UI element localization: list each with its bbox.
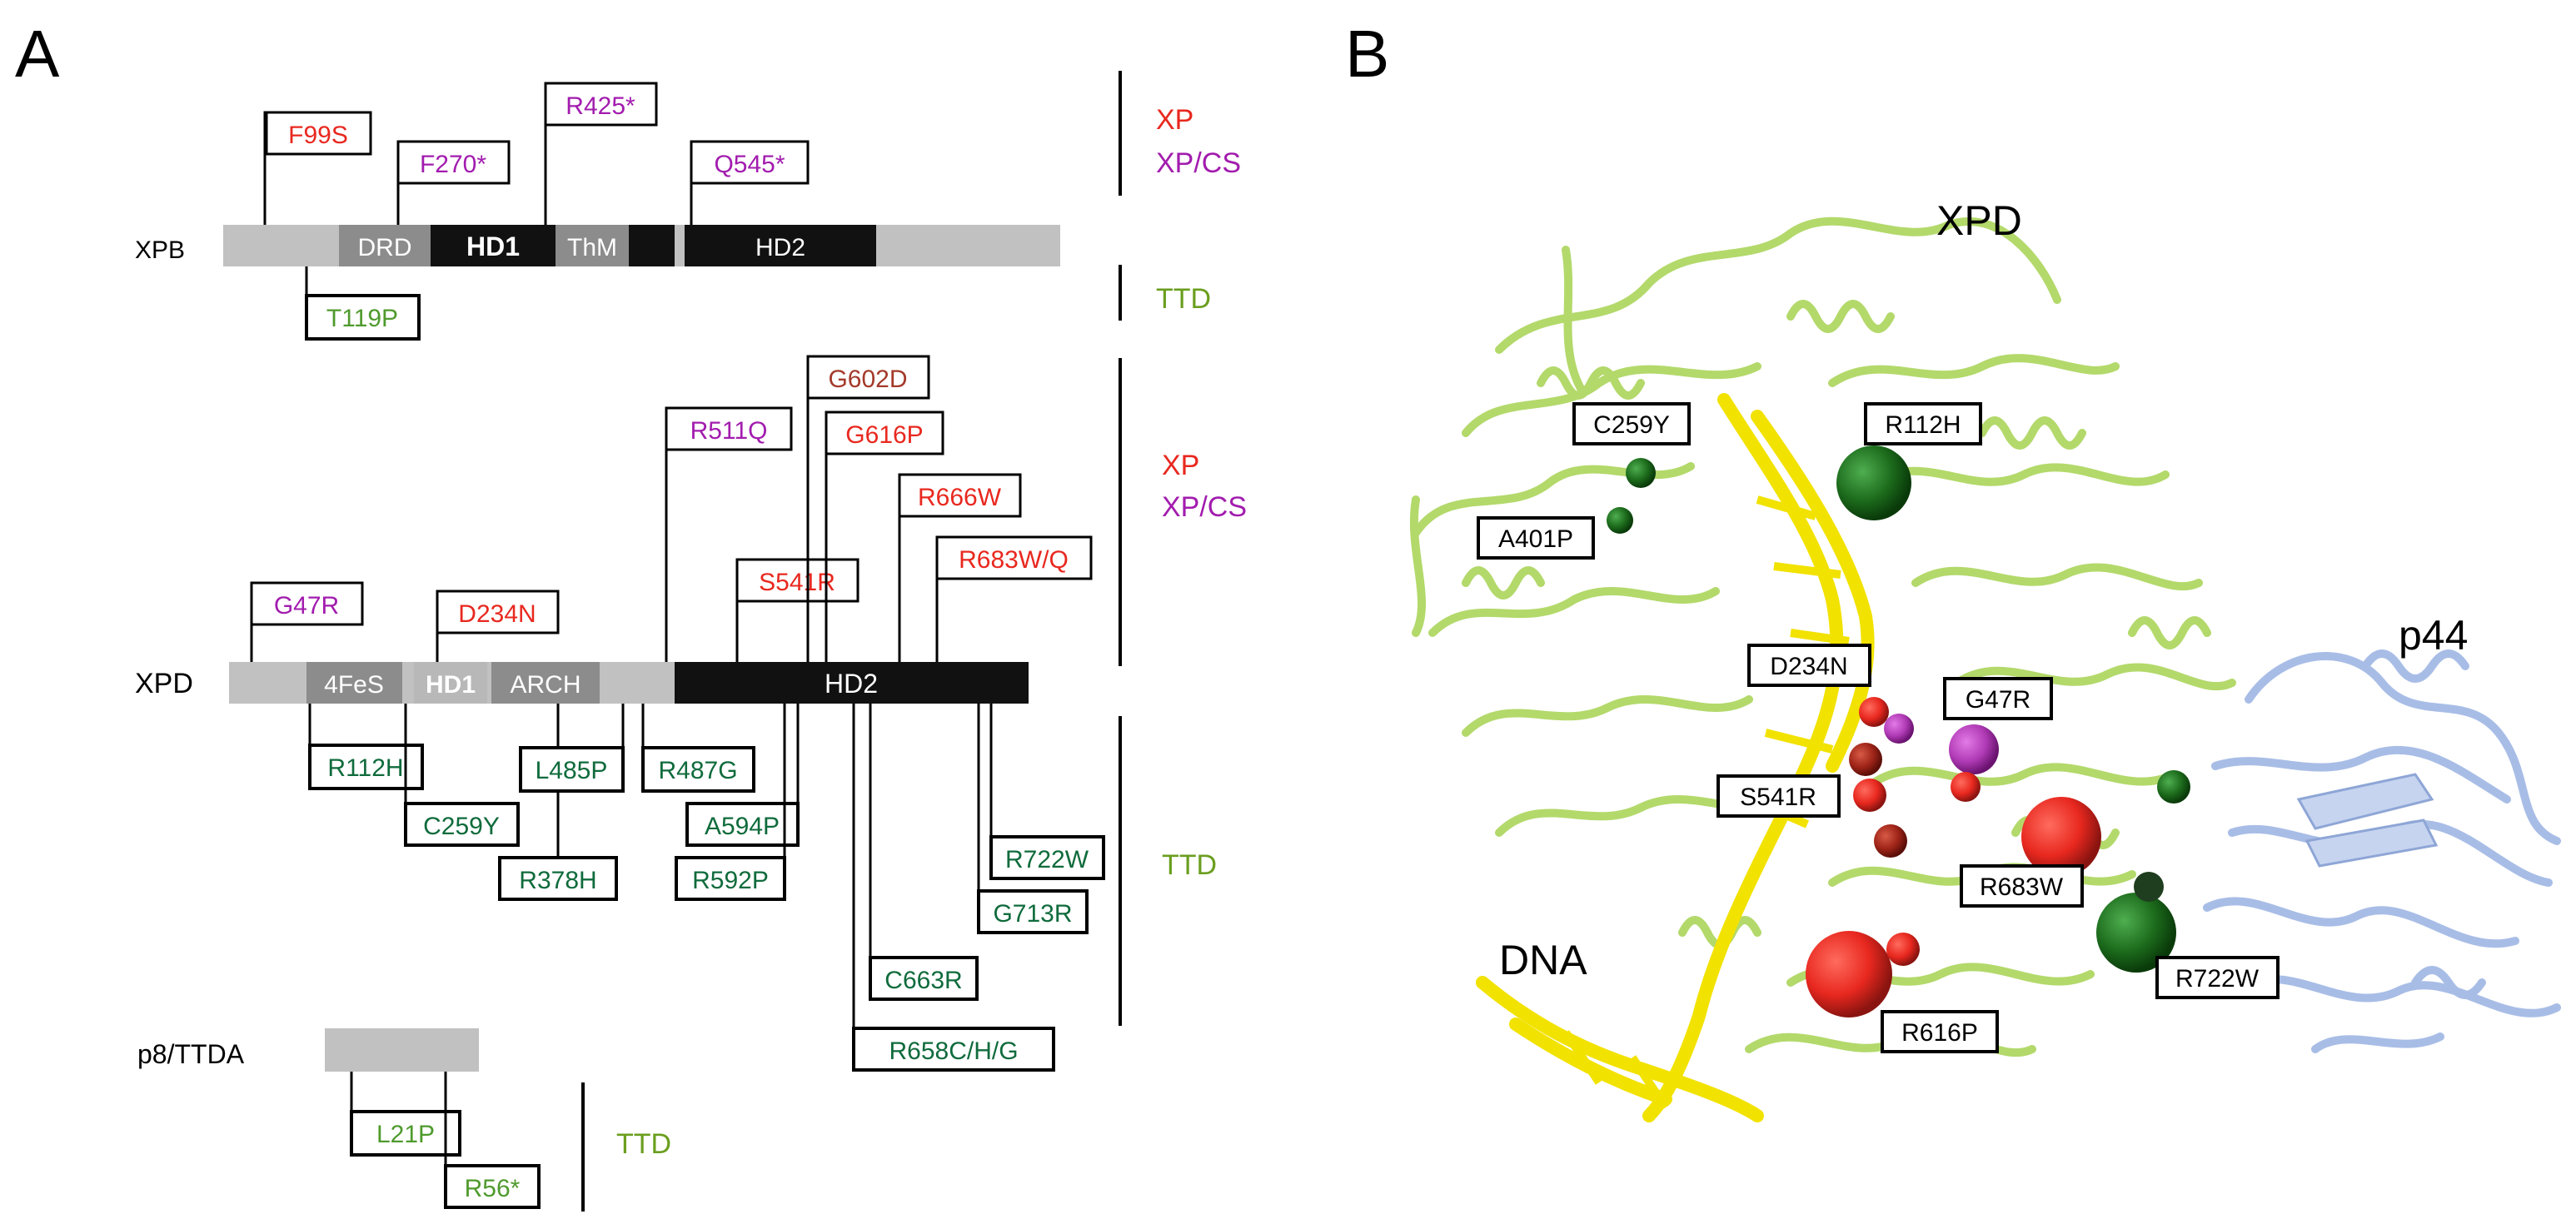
sphere-a401p bbox=[1607, 507, 1633, 534]
xpb-diagram: XPB DRD HD1 ThM HD2 F99S F270* R425* Q54… bbox=[135, 82, 1060, 341]
sphere-r112h bbox=[1836, 445, 1911, 520]
legend: XP XP/CS TTD XP XP/CS TTD TTD bbox=[581, 71, 1247, 1212]
xpd-domain-label-arch: ARCH bbox=[510, 671, 580, 699]
structure-title: XPD bbox=[1936, 197, 2022, 244]
sphere-c259y bbox=[1626, 458, 1656, 488]
legend-ttd-2: TTD bbox=[1162, 849, 1217, 881]
struct-label-r112h: R112H bbox=[1885, 411, 1961, 439]
panel-b-label: B bbox=[1345, 17, 1389, 91]
xpd-mut-r511q: R511Q bbox=[690, 417, 768, 445]
xpb-domain-dark bbox=[629, 225, 675, 266]
sphere-s541r bbox=[1853, 779, 1886, 812]
xpd-mut-c663r: C663R bbox=[884, 967, 962, 994]
xpb-domain-drd bbox=[339, 225, 431, 266]
xpd-mut-r683wq: R683W/Q bbox=[959, 546, 1069, 574]
struct-label-s541r: S541R bbox=[1740, 784, 1816, 811]
xpd-domain-label-hd2: HD2 bbox=[825, 669, 878, 699]
legend-xp-2: XP bbox=[1162, 450, 1199, 481]
xpb-mut-r425: R425* bbox=[566, 92, 635, 120]
xpb-domain-label-hd2: HD2 bbox=[755, 234, 805, 261]
xpd-mut-r112h: R112H bbox=[327, 754, 403, 782]
xpd-mut-s541r: S541R bbox=[759, 569, 835, 596]
legend-ttd-1: TTD bbox=[1156, 283, 1211, 315]
xpd-name: XPD bbox=[135, 668, 193, 699]
sphere-xp-small bbox=[1951, 772, 1981, 802]
xpb-domain-hd2 bbox=[685, 225, 876, 266]
struct-label-r722w: R722W bbox=[2175, 965, 2260, 993]
xpd-mut-r722w: R722W bbox=[1005, 846, 1089, 873]
p8-diagram: p8/TTDA L21P R56* bbox=[137, 1028, 541, 1209]
p8-bar bbox=[325, 1028, 479, 1072]
dna-strand bbox=[1476, 393, 1875, 1122]
xpd-mut-a594p: A594P bbox=[705, 813, 780, 840]
xpd-domain-arch bbox=[491, 662, 600, 704]
structure-dna-label: DNA bbox=[1499, 937, 1587, 983]
xpd-domain-hd2 bbox=[675, 662, 1029, 704]
xpd-mut-g713r: G713R bbox=[993, 900, 1072, 928]
struct-label-c259y: C259Y bbox=[1593, 411, 1670, 439]
xpb-domain-label-hd1: HD1 bbox=[466, 231, 520, 261]
struct-label-d234n: D234N bbox=[1770, 653, 1847, 680]
xpb-name: XPB bbox=[135, 236, 185, 264]
sphere-g47r bbox=[1949, 724, 1999, 774]
xpd-mut-r592p: R592P bbox=[692, 867, 769, 894]
xpd-mut-r378h: R378H bbox=[519, 867, 596, 894]
xpd-domain-label-4fes: 4FeS bbox=[324, 671, 384, 699]
sphere-d234n bbox=[1859, 697, 1889, 727]
structure-p44-label: p44 bbox=[2399, 612, 2468, 659]
xpb-domain-label-drd: DRD bbox=[358, 234, 412, 261]
xpd-mut-c259y: C259Y bbox=[423, 813, 500, 840]
legend-xpcs-2: XP/CS bbox=[1162, 491, 1247, 523]
legend-xp-1: XP bbox=[1156, 104, 1193, 136]
p44-protein bbox=[2203, 649, 2561, 1053]
sphere-xpcs-small bbox=[1884, 714, 1914, 744]
xpb-domain-thm bbox=[556, 225, 629, 266]
xpd-domain-4fes bbox=[306, 662, 402, 704]
xpd-mut-g616p: G616P bbox=[845, 421, 923, 449]
struct-label-a401p: A401P bbox=[1498, 525, 1573, 553]
xpb-mut-q545: Q545* bbox=[714, 151, 785, 178]
sphere-r683w bbox=[2021, 797, 2101, 877]
xpb-mut-f270: F270* bbox=[420, 151, 486, 178]
xpd-diagram: XPD 4FeS HD1 ARCH HD2 G47R D234N R511Q S… bbox=[135, 355, 1105, 1072]
xpd-protein bbox=[1409, 216, 2236, 1057]
struct-label-g47r: G47R bbox=[1966, 686, 2030, 714]
sphere-ttd-edge bbox=[2157, 770, 2190, 804]
xpd-domain-label-hd1: HD1 bbox=[426, 671, 476, 699]
sphere-r722w-small bbox=[2134, 872, 2164, 902]
xpd-mut-g602d: G602D bbox=[828, 366, 907, 393]
struct-label-r683w: R683W bbox=[1980, 873, 2064, 901]
p8-mut-r56: R56* bbox=[465, 1175, 521, 1202]
xpd-mut-g47r: G47R bbox=[274, 592, 339, 619]
p8-mut-l21p: L21P bbox=[376, 1121, 435, 1148]
p44-sheet bbox=[2296, 773, 2434, 830]
sphere-r722w bbox=[2096, 893, 2176, 973]
xpd-mut-r666w: R666W bbox=[918, 484, 1002, 511]
sphere-r616p bbox=[1806, 931, 1892, 1018]
structure-panel: XPD DNA p44 C259Y R112H A401P D234N G47R… bbox=[1409, 197, 2561, 1122]
xpd-mut-r658chg: R658C/H/G bbox=[889, 1037, 1018, 1065]
struct-label-r616p: R616P bbox=[1901, 1019, 1978, 1047]
xpd-domain-hd1 bbox=[414, 662, 487, 704]
panel-a-label: A bbox=[15, 17, 60, 91]
xpb-domain-label-thm: ThM bbox=[567, 234, 617, 261]
legend-ttd-3: TTD bbox=[616, 1128, 671, 1160]
sphere-brown-1 bbox=[1849, 743, 1882, 776]
legend-xpcs-1: XP/CS bbox=[1156, 147, 1241, 179]
sphere-brown-2 bbox=[1874, 824, 1907, 858]
p8-name: p8/TTDA bbox=[137, 1039, 245, 1069]
sphere-xp-near-r616p bbox=[1886, 933, 1920, 966]
xpb-domain-hd1 bbox=[431, 225, 556, 266]
xpb-mut-t119p: T119P bbox=[326, 305, 398, 332]
xpd-mut-l485p: L485P bbox=[536, 757, 608, 784]
xpb-mut-f99s: F99S bbox=[288, 122, 348, 149]
xpd-mut-r487g: R487G bbox=[658, 757, 737, 784]
xpd-mut-d234n: D234N bbox=[458, 600, 536, 628]
